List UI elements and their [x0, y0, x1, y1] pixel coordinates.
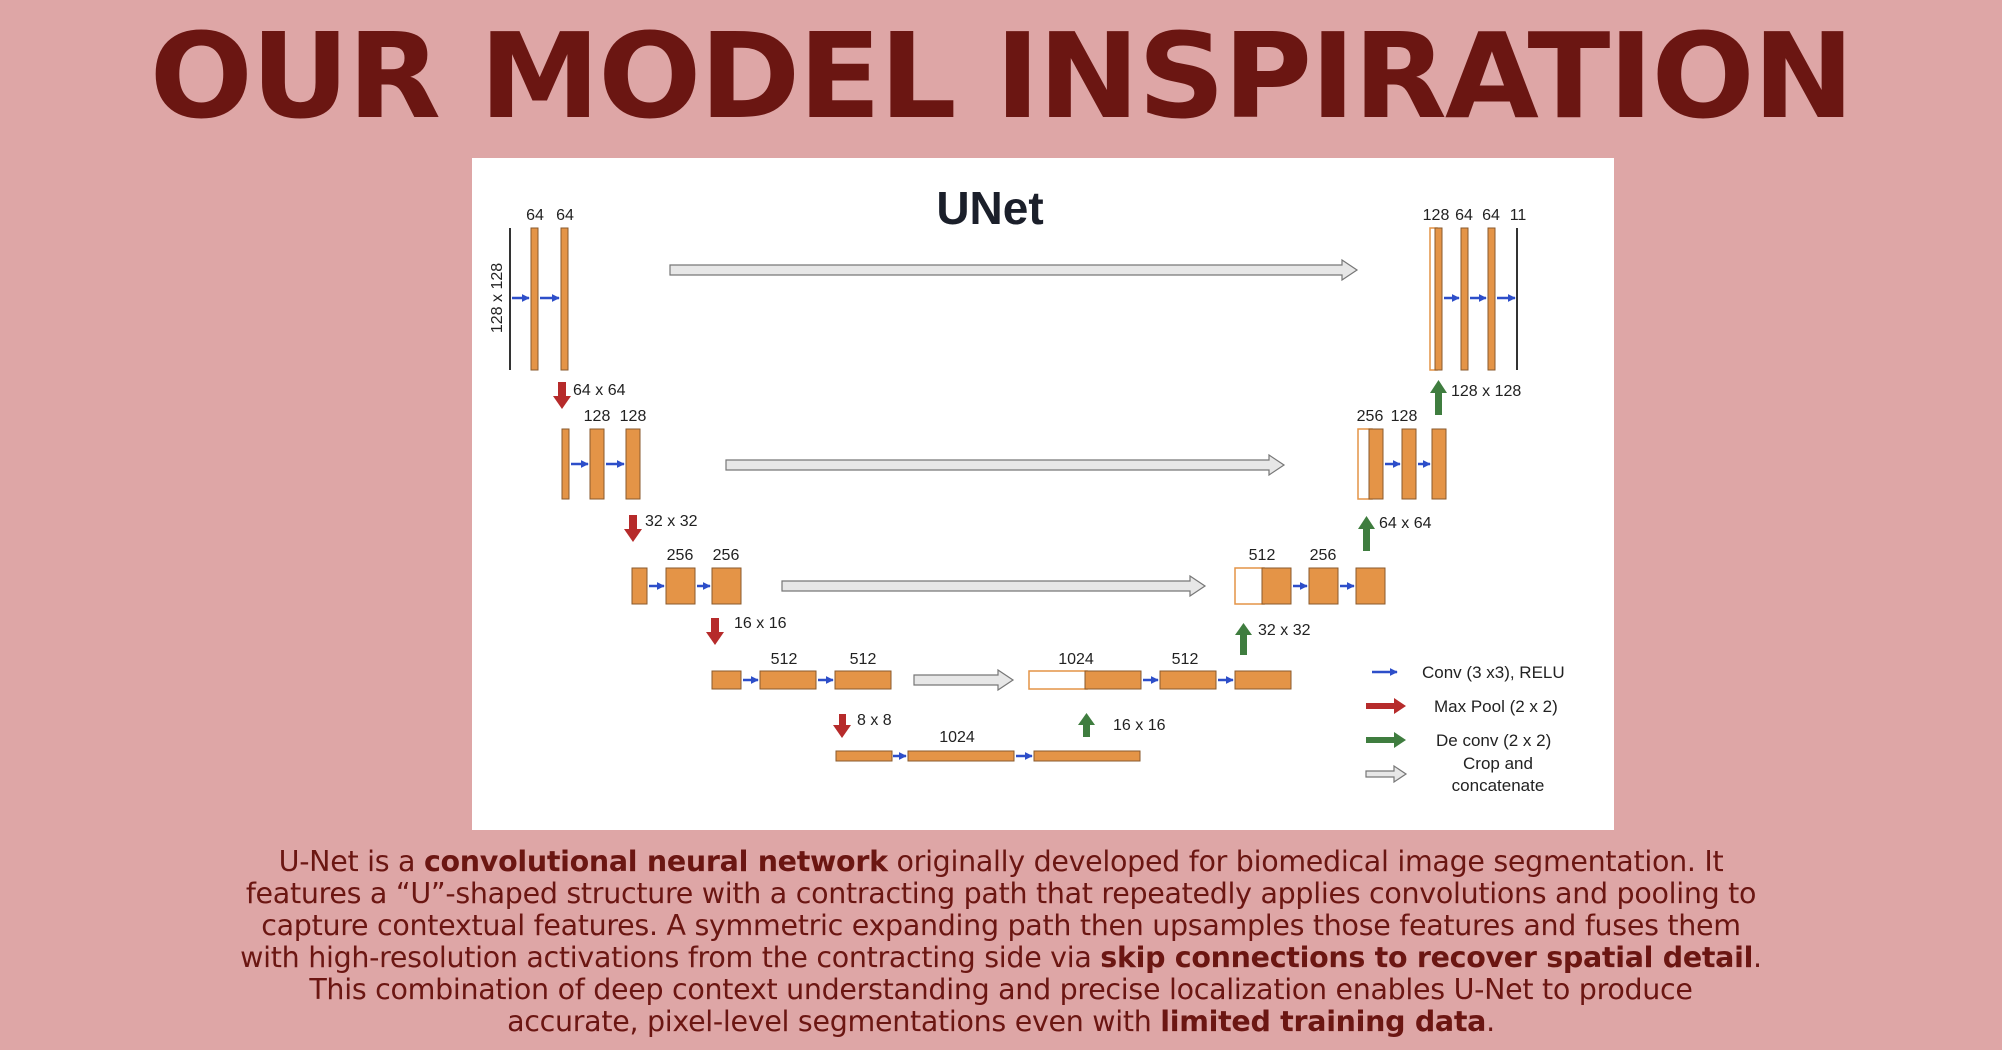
feature-block	[1261, 567, 1292, 605]
feature-block	[1368, 428, 1384, 500]
page-title: OUR MODEL INSPIRATION	[149, 7, 1855, 145]
legend-crop-label-1: Crop and	[1463, 754, 1533, 773]
copied-block	[1028, 670, 1088, 690]
size-label: 128 x 128	[489, 263, 506, 333]
feature-block	[1355, 567, 1386, 605]
legend-crop-label-2: concatenate	[1452, 776, 1545, 795]
feature-block	[631, 567, 648, 605]
encoder-level-4: 512 512	[711, 651, 892, 690]
feature-block	[665, 567, 696, 605]
channel-label: 128	[620, 408, 647, 425]
channel-label: 128	[1391, 408, 1418, 425]
channel-label: 256	[667, 547, 694, 564]
diagram-title: UNet	[936, 182, 1043, 234]
description-highlight: skip connections to recover spatial deta…	[1100, 941, 1754, 974]
unet-diagram: UNet 64 64 128 x 128 64 x 64 128 128 32 …	[472, 158, 1614, 830]
skip-connection-level-2	[725, 453, 1286, 477]
model-description: U-Net is a convolutional neural network …	[240, 846, 1762, 1038]
deconv-arrow	[1235, 623, 1252, 655]
channel-label: 128	[584, 408, 611, 425]
feature-block	[835, 750, 893, 762]
feature-block	[1401, 428, 1417, 500]
deconv-arrow	[1078, 713, 1095, 737]
size-label: 32 x 32	[1258, 622, 1311, 639]
copied-block	[1234, 567, 1265, 605]
maxpool-arrow	[706, 618, 724, 645]
channel-label: 256	[1310, 547, 1337, 564]
feature-block	[711, 670, 742, 690]
feature-block	[711, 567, 742, 605]
description-text: .	[1486, 1005, 1495, 1038]
description-text: . This combination of deep context under…	[309, 941, 1762, 1038]
feature-block	[1159, 670, 1217, 690]
channel-label: 64	[1455, 207, 1473, 224]
encoder-level-3: 256 256	[631, 547, 742, 605]
bottleneck: 1024	[835, 729, 1141, 762]
deconv-arrow	[1430, 380, 1447, 415]
maxpool-arrow	[553, 382, 571, 409]
feature-block	[1460, 227, 1469, 371]
channel-label: 256	[713, 547, 740, 564]
channel-label: 512	[771, 651, 798, 668]
feature-block	[561, 428, 570, 500]
description-text: originally developed for biomedical imag…	[240, 845, 1757, 974]
encoder-level-1: 64 64 128 x 128	[489, 207, 574, 371]
feature-block	[1234, 670, 1292, 690]
channel-label: 512	[1249, 547, 1276, 564]
legend: Conv (3 x3), RELU Max Pool (2 x 2) De co…	[1365, 663, 1565, 795]
size-label: 128 x 128	[1451, 383, 1521, 400]
feature-block	[1084, 670, 1142, 690]
decoder-level-1: 128 64 64 11	[1423, 207, 1527, 371]
skip-connection-level-4	[913, 668, 1015, 692]
feature-block	[759, 670, 817, 690]
feature-block	[589, 428, 605, 500]
channel-label: 64	[556, 207, 574, 224]
feature-block	[834, 670, 892, 690]
size-label: 64 x 64	[573, 382, 626, 399]
legend-conv-label: Conv (3 x3), RELU	[1422, 663, 1565, 682]
feature-block	[1487, 227, 1496, 371]
encoder-level-2: 128 128	[561, 408, 647, 500]
channel-label: 1024	[1058, 651, 1094, 668]
size-label: 64 x 64	[1379, 515, 1432, 532]
channel-label: 1024	[939, 729, 975, 746]
channel-label: 128	[1423, 207, 1450, 224]
feature-block	[530, 227, 539, 371]
decoder-level-4: 1024 512	[1028, 651, 1292, 690]
maxpool-arrow-legend	[1366, 698, 1406, 714]
size-label: 16 x 16	[734, 615, 787, 632]
maxpool-arrow	[624, 515, 642, 542]
description-highlight: convolutional neural network	[423, 845, 888, 878]
decoder-level-2: 256 128	[1357, 408, 1447, 500]
legend-deconv-label: De conv (2 x 2)	[1436, 731, 1551, 750]
size-label: 32 x 32	[645, 513, 698, 530]
size-label: 8 x 8	[857, 712, 892, 729]
channel-label: 64	[1482, 207, 1500, 224]
feature-block	[1434, 227, 1443, 371]
feature-block	[1033, 750, 1141, 762]
legend-maxpool-label: Max Pool (2 x 2)	[1434, 697, 1558, 716]
decoder-level-3: 512 256	[1234, 547, 1386, 605]
feature-block	[907, 750, 1015, 762]
channel-label: 512	[1172, 651, 1199, 668]
deconv-arrow-legend	[1366, 732, 1406, 748]
skip-connection-level-3	[781, 574, 1207, 598]
skip-connection-level-1	[669, 258, 1359, 282]
channel-label: 11	[1510, 207, 1527, 224]
size-label: 16 x 16	[1113, 717, 1166, 734]
channel-label: 256	[1357, 408, 1384, 425]
channel-label: 64	[526, 207, 544, 224]
feature-block	[1431, 428, 1447, 500]
skip-arrow-legend	[1365, 764, 1408, 784]
feature-block	[560, 227, 569, 371]
feature-block	[1308, 567, 1339, 605]
feature-block	[625, 428, 641, 500]
description-highlight: limited training data	[1160, 1005, 1487, 1038]
maxpool-arrow	[833, 714, 851, 738]
deconv-arrow	[1358, 516, 1375, 551]
channel-label: 512	[850, 651, 877, 668]
description-text: U-Net is a	[278, 845, 424, 878]
